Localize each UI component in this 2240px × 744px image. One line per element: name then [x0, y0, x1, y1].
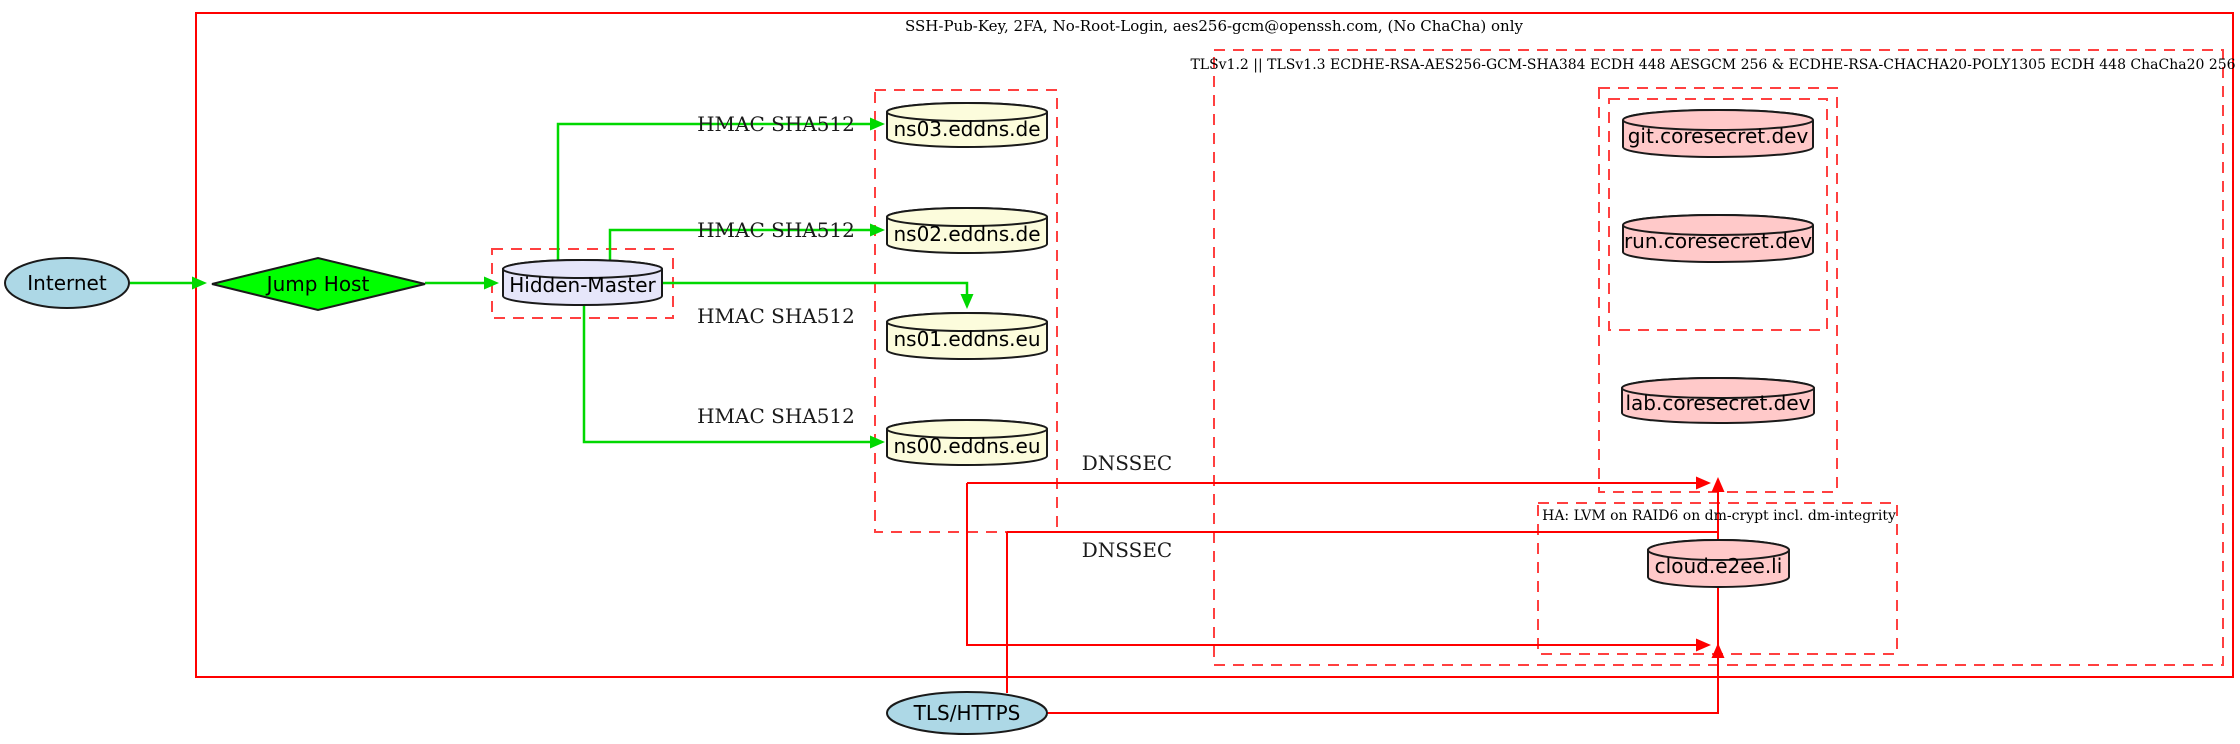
- internet-node: [4, 257, 130, 309]
- hidden-master-node: Hidden-Master: [502, 259, 663, 306]
- hmac-label-3: HMAC SHA512: [697, 304, 855, 328]
- edge-dnssec-lower: [966, 483, 1696, 646]
- ns03-node: ns03.eddns.de: [886, 102, 1048, 148]
- arrowhead-dnssec-lower: [1696, 638, 1711, 652]
- arrowhead-ha-cluster: [1711, 643, 1725, 658]
- edge-hiddenmaster-ns03: [556, 122, 870, 261]
- cluster-tls-label: TLSv1.2 || TLSv1.3 ECDHE-RSA-AES256-GCM-…: [1190, 57, 2235, 73]
- lab-label: lab.coresecret.dev: [1625, 391, 1810, 415]
- ns00-node: ns00.eddns.eu: [886, 419, 1048, 466]
- hmac-label-2: HMAC SHA512: [697, 218, 855, 242]
- jump-host-label: Jump Host: [265, 272, 370, 296]
- dnssec-label-1: DNSSEC: [1082, 451, 1173, 475]
- arrowhead-dnssec-upper: [1696, 476, 1711, 490]
- arrowhead-ns01: [960, 294, 974, 309]
- hmac-label-4: HMAC SHA512: [697, 404, 855, 428]
- cloud-node: cloud.e2ee.li: [1647, 539, 1790, 588]
- arrowhead-jumphost-hiddenmaster: [484, 276, 499, 290]
- arrowhead-ns00: [870, 435, 885, 449]
- edge-hiddenmaster-ns01: [662, 281, 969, 294]
- ns02-node: ns02.eddns.de: [886, 207, 1048, 254]
- ns01-label: ns01.eddns.eu: [893, 327, 1040, 351]
- cluster-ssh-label: SSH-Pub-Key, 2FA, No-Root-Login, aes256-…: [905, 17, 1524, 35]
- hidden-master-label: Hidden-Master: [509, 273, 656, 297]
- cloud-label: cloud.e2ee.li: [1655, 554, 1783, 578]
- jump-host-node: [211, 256, 426, 312]
- tls-https-label: TLS/HTTPS: [913, 701, 1021, 725]
- cluster-nameservers-box: [874, 89, 1058, 533]
- internet-label: Internet: [27, 271, 107, 295]
- ns02-label: ns02.eddns.de: [893, 222, 1040, 246]
- run-label: run.coresecret.dev: [1624, 229, 1812, 253]
- edge-tlshttps-to-coresecret: [1047, 492, 1719, 714]
- cluster-ha-label: HA: LVM on RAID6 on dm-crypt incl. dm-in…: [1542, 508, 1896, 524]
- cluster-coresecret-inner-box: [1608, 98, 1828, 331]
- lab-node: lab.coresecret.dev: [1621, 377, 1815, 424]
- arrowhead-ns02: [870, 223, 885, 237]
- arrowhead-internet-jumphost: [192, 276, 207, 290]
- hmac-label-1: HMAC SHA512: [697, 112, 855, 136]
- arrowhead-ns03: [870, 117, 885, 131]
- edge-hiddenmaster-ns02: [608, 228, 870, 261]
- git-node: git.coresecret.dev: [1622, 109, 1814, 158]
- run-node: run.coresecret.dev: [1622, 214, 1814, 263]
- dnssec-label-2: DNSSEC: [1082, 538, 1173, 562]
- edge-hiddenmaster-ns00: [582, 305, 870, 444]
- cluster-ssh-box: [195, 12, 2234, 678]
- ns01-node: ns01.eddns.eu: [886, 312, 1048, 360]
- ns03-label: ns03.eddns.de: [893, 117, 1040, 141]
- tls-https-node: [886, 691, 1048, 735]
- ns00-label: ns00.eddns.eu: [893, 434, 1040, 458]
- git-label: git.coresecret.dev: [1628, 124, 1809, 148]
- arrowhead-coresecret-cluster: [1711, 477, 1725, 492]
